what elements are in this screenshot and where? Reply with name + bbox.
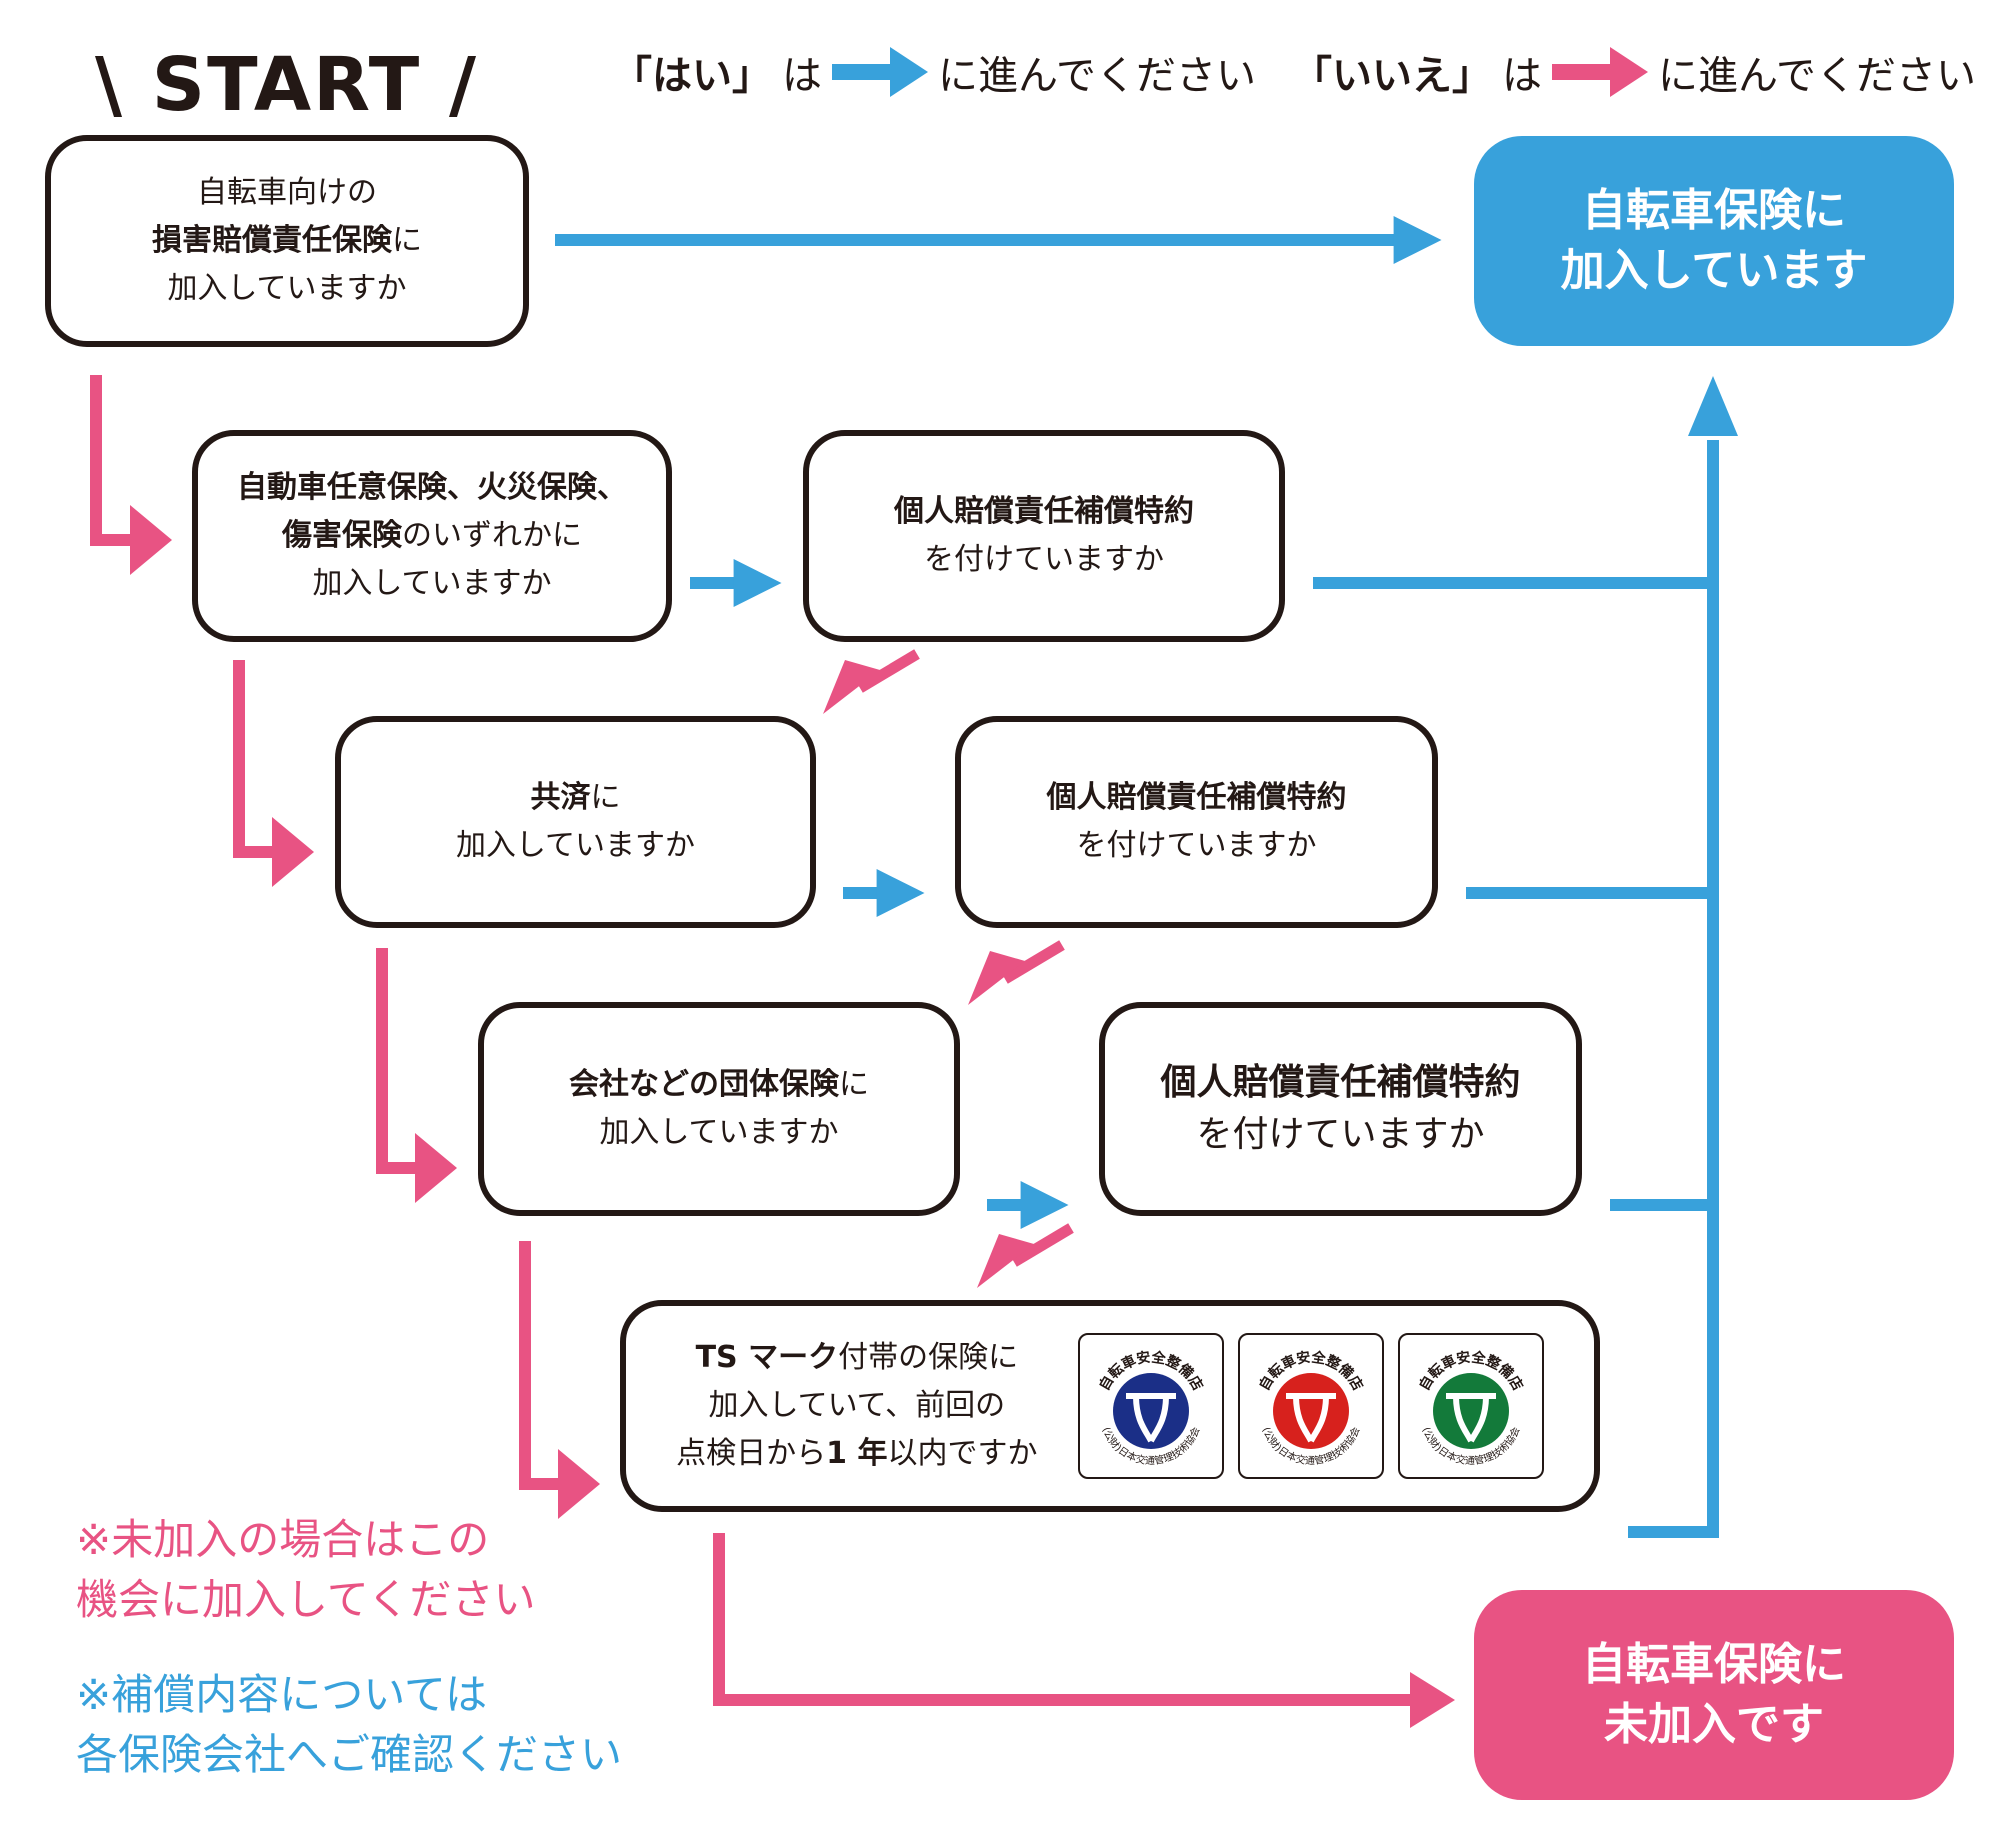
no-arrow-q1 [90, 375, 130, 546]
q8-line1-bold: TS マーク [695, 1340, 839, 1375]
note-blue-line1: ※補償内容については [76, 1670, 488, 1719]
q2-line2: 傷害保険のいずれかに [282, 512, 582, 560]
note-blue-line2: 各保険会社へご確認ください [76, 1730, 623, 1779]
arrow-right-blue-icon [832, 47, 928, 97]
no-arrow-q5 [1002, 940, 1065, 984]
question-box-bicycle-liability: 自転車向けの 損害賠償責任保険に 加入していますか [45, 135, 529, 347]
ts-badge-row: 自転車安全整備店 (公財)日本交通管理技術協会 自転車安全整備店 (公財)日本交… [1077, 1333, 1544, 1479]
q6-line1-bold: 会社などの団体保険 [569, 1067, 839, 1102]
ts-badge-blue: 自転車安全整備店 (公財)日本交通管理技術協会 [1077, 1333, 1224, 1479]
q6-line1-rest: に [839, 1067, 869, 1102]
q1-line1: 自転車向けの [197, 175, 377, 210]
legend-no-ha: は [1502, 53, 1542, 99]
q2-line2-bold: 傷害保険 [282, 518, 402, 553]
q8-line3-post: 以内ですか [887, 1436, 1038, 1471]
q7-line1: 個人賠償責任補償特約 [1160, 1062, 1521, 1103]
question-box-rider-3: 個人賠償責任補償特約 を付けていますか [1099, 1002, 1582, 1216]
q5-line1: 個人賠償責任補償特約 [1046, 780, 1347, 815]
q4-line1-rest: に [590, 780, 621, 815]
question-box-ts-mark: TS マーク付帯の保険に 加入していて、前回の 点検日から1 年以内ですか 自転… [620, 1300, 1600, 1512]
arrow-right-pink-icon [1552, 47, 1648, 97]
note-coverage: ※補償内容については 各保険会社へご確認ください [76, 1665, 622, 1785]
q8-line2: 加入していて、前回の [708, 1388, 1006, 1423]
legend-yes-ha: は [782, 53, 822, 99]
q8-text: TS マーク付帯の保険に 加入していて、前回の 点検日から1 年以内ですか [676, 1334, 1037, 1478]
legend-yes-word: 「はい」 [612, 53, 772, 99]
result-insured: 自転車保険に 加入しています [1474, 136, 1954, 346]
q2-line3: 加入していますか [312, 566, 552, 601]
result-not-insured: 自転車保険に 未加入です [1474, 1590, 1954, 1800]
q4-line2: 加入していますか [455, 828, 696, 863]
question-box-rider-1: 個人賠償責任補償特約 を付けていますか [803, 430, 1285, 642]
note-pink-line1: ※未加入の場合はこの [76, 1515, 490, 1564]
legend-no-text: に進んでください [1658, 53, 1976, 99]
q8-line3: 点検日から1 年以内ですか [676, 1430, 1037, 1478]
question-box-other-insurance: 自動車任意保険、火災保険、 傷害保険のいずれかに 加入していますか [192, 430, 672, 642]
no-arrow-q6 [519, 1241, 558, 1490]
note-not-insured: ※未加入の場合はこの 機会に加入してください [76, 1510, 535, 1630]
start-label: \ START / [95, 42, 479, 128]
ts-mark-blue-icon: 自転車安全整備店 (公財)日本交通管理技術協会 [1095, 1348, 1206, 1467]
ts-badge-green: 自転車安全整備店 (公財)日本交通管理技術協会 [1397, 1333, 1544, 1479]
q6-line2: 加入していますか [599, 1115, 839, 1150]
question-box-group-insurance: 会社などの団体保険に 加入していますか [478, 1002, 960, 1216]
q7-line2: を付けていますか [1196, 1114, 1485, 1155]
no-arrow-q4 [376, 948, 415, 1174]
q4-line1: 共済に [531, 774, 621, 822]
q8-line1: TS マーク付帯の保険に [696, 1334, 1019, 1382]
q5-line2: を付けていますか [1076, 828, 1317, 863]
question-box-kyosai: 共済に 加入していますか [335, 716, 816, 928]
q8-line3-pre: 点検日から [676, 1436, 827, 1471]
result-not-insured-line1: 自転車保険に [1582, 1639, 1846, 1690]
q1-line2-rest: に [392, 223, 422, 258]
ts-badge-red: 自転車安全整備店 (公財)日本交通管理技術協会 [1237, 1333, 1384, 1479]
q4-line1-bold: 共済 [530, 780, 591, 815]
ts-mark-green-icon: 自転車安全整備店 (公財)日本交通管理技術協会 [1415, 1348, 1526, 1467]
q1-line3: 加入していますか [167, 271, 407, 306]
q8-line3-bold: 1 年 [826, 1436, 888, 1471]
q6-line1: 会社などの団体保険に [569, 1061, 869, 1109]
no-arrow-q7 [1011, 1223, 1074, 1267]
q2-line1: 自動車任意保険、火災保険、 [237, 470, 627, 505]
no-arrow-q2 [233, 660, 272, 858]
q1-line2: 損害賠償責任保険に [152, 217, 422, 265]
q3-line2: を付けていますか [924, 542, 1164, 577]
question-box-rider-2: 個人賠償責任補償特約 を付けていますか [955, 716, 1438, 928]
no-arrow-q3 [857, 649, 920, 693]
legend: 「はい」 は に進んでください 「いいえ」 は に進んでください [612, 44, 1976, 100]
legend-yes-text: に進んでください [938, 53, 1256, 99]
note-pink-line2: 機会に加入してください [76, 1575, 536, 1624]
result-not-insured-line2: 未加入です [1604, 1699, 1824, 1750]
result-insured-line1: 自転車保険に [1582, 185, 1846, 236]
ts-mark-red-icon: 自転車安全整備店 (公財)日本交通管理技術協会 [1255, 1348, 1366, 1467]
q8-line1-rest: 付帯の保険に [838, 1340, 1019, 1375]
q1-line2-bold: 損害賠償責任保険 [152, 223, 392, 258]
no-arrow-q8 [713, 1533, 1410, 1706]
result-insured-line2: 加入しています [1560, 245, 1868, 296]
legend-no-word: 「いいえ」 [1292, 53, 1492, 99]
q3-line1: 個人賠償責任補償特約 [894, 494, 1194, 529]
yes-trunk-arrowhead [1688, 376, 1738, 436]
q2-line2-rest: のいずれかに [402, 518, 582, 553]
